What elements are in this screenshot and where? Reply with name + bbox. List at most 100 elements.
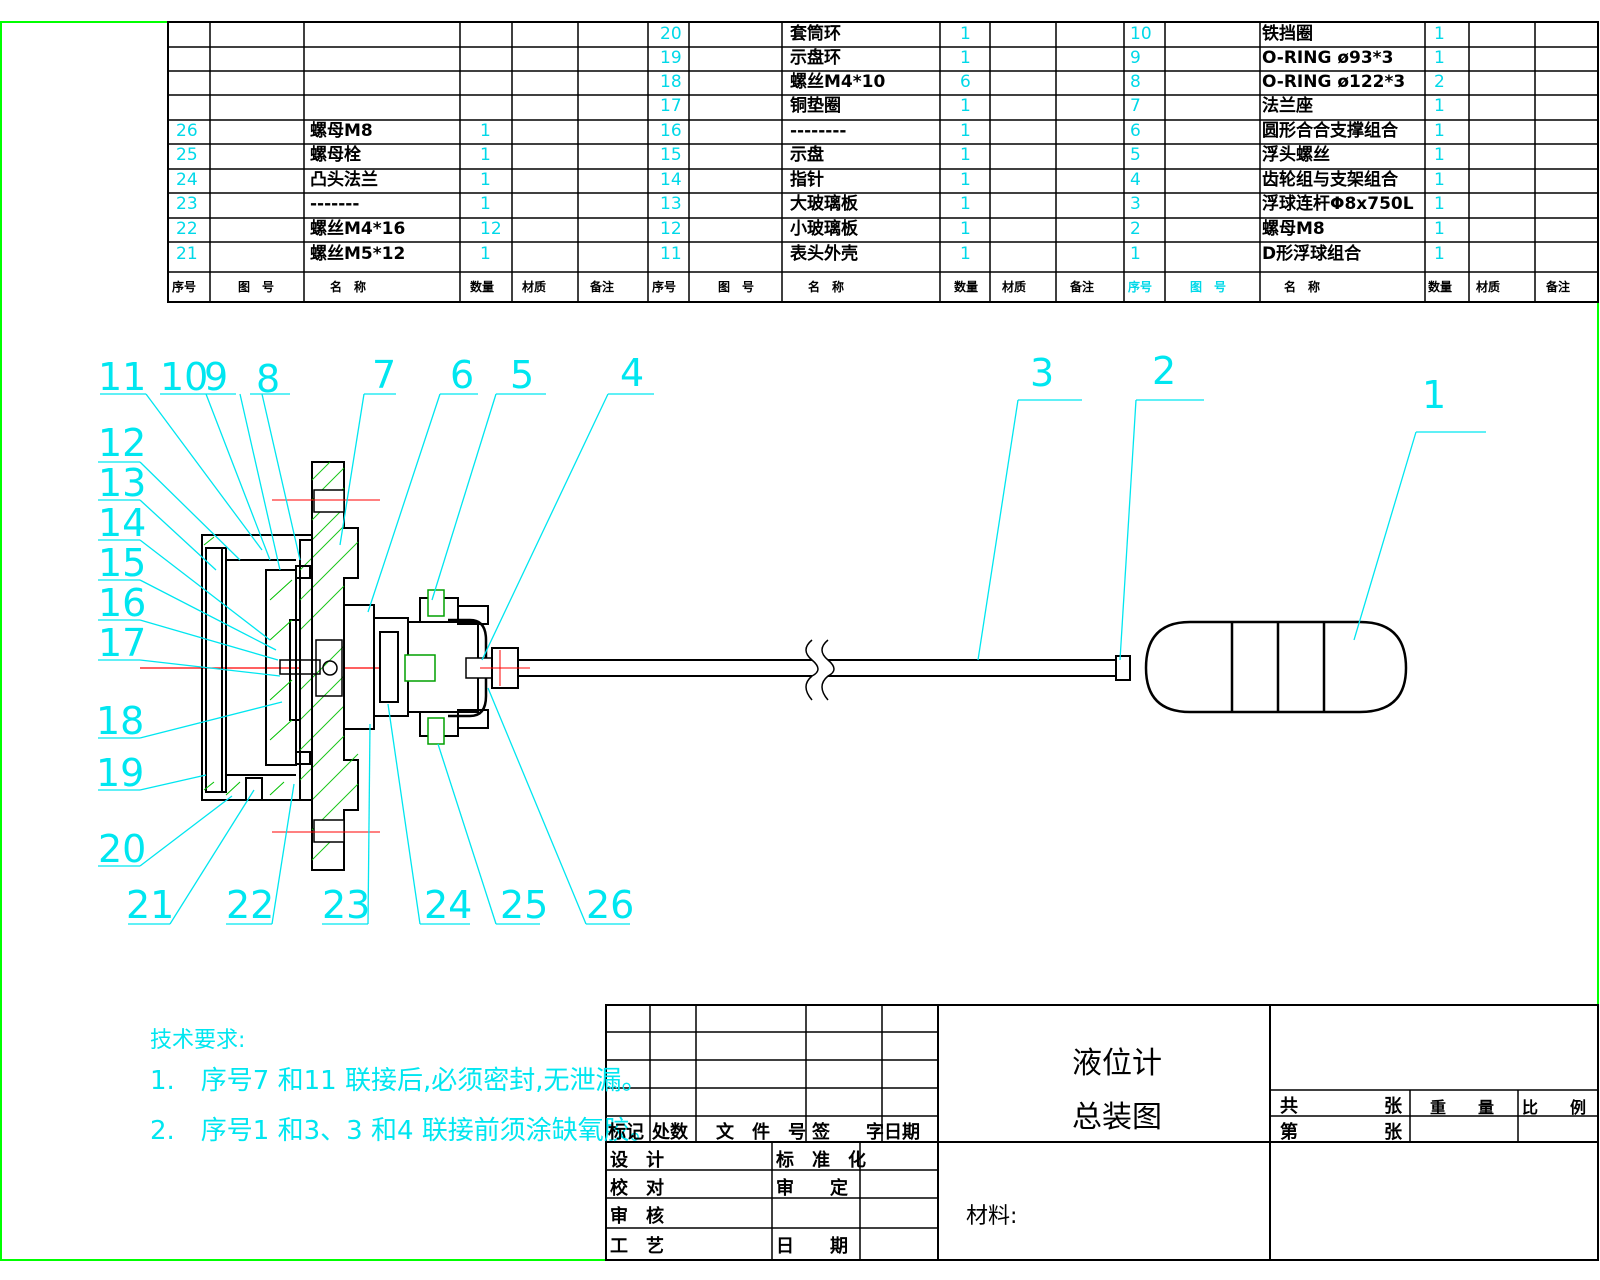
rev-docno-header: 文 件 号 [716,1122,806,1143]
bom-qty: 1 [1434,170,1445,190]
bom-no: 21 [176,244,198,264]
bom-name: 示盘 [790,145,824,165]
bom-no: 2 [1130,219,1141,239]
bom-qty: 1 [960,24,971,44]
sig-design: 设 计 [610,1150,664,1171]
balloon-19: 19 [96,751,145,795]
tech-item-1: 1. 序号7 和11 联接后,必须密封,无泄漏。 [150,1066,648,1096]
leader-lines [98,393,1486,925]
bom-qty: 12 [480,219,502,239]
bom-header-material: 材质 [1476,280,1501,294]
bom-header-name: 名 称 [808,280,845,294]
bom-no: 25 [176,145,198,165]
bom-name: 凸头法兰 [310,170,378,190]
balloon-13: 13 [98,461,147,505]
bom-header-seq: 序号 [172,280,197,294]
balloon-1: 1 [1422,373,1447,417]
bom-name: 大玻璃板 [790,194,858,214]
balloon-16: 16 [98,581,147,625]
bom-qty: 1 [960,170,971,190]
bom-no: 11 [660,244,682,264]
bom-qty: 1 [480,170,491,190]
bom-no: 7 [1130,96,1141,116]
balloon-8: 8 [256,357,281,401]
sig-review: 审 核 [610,1206,664,1227]
bom-header-drawing-no: 图 号 [1190,280,1227,294]
bom-name: O-RING ø122*3 [1262,72,1406,92]
weight-label: 重 量 [1430,1098,1495,1117]
rev-date-header: 日期 [884,1122,920,1143]
bom-header-material: 材质 [1002,280,1027,294]
bom-qty: 1 [1434,244,1445,264]
sig-process: 工 艺 [610,1236,664,1257]
sheet-total-unit: 张 [1384,1096,1402,1117]
bom-qty: 1 [1434,48,1445,68]
bom-name: 浮头螺丝 [1262,145,1330,165]
bom-name: 浮球连杆Φ8x750L [1262,194,1414,214]
bom-qty: 6 [960,72,971,92]
bom-qty: 1 [1434,219,1445,239]
balloon-14: 14 [98,501,147,545]
bom-qty: 1 [960,48,971,68]
bom-qty: 1 [1434,24,1445,44]
bom-name: 齿轮组与支架组合 [1262,170,1398,190]
bom-grid [167,21,1599,303]
balloon-6: 6 [450,353,475,397]
bom-name: 螺母M8 [310,121,373,141]
bom-qty: 2 [1434,72,1445,92]
bom-no: 20 [660,24,682,44]
bom-no: 23 [176,194,198,214]
sig-standardization: 标 准 化 [776,1150,866,1171]
balloon-22: 22 [226,883,275,927]
tech-title: 技术要求: [150,1028,246,1053]
sheet-no-label: 第 [1280,1122,1298,1143]
bom-no: 17 [660,96,682,116]
bom-name: O-RING ø93*3 [1262,48,1394,68]
balloon-12: 12 [98,421,147,465]
sig-approve: 审 定 [776,1178,848,1199]
sig-check: 校 对 [610,1178,664,1199]
part-name: 液位计 [1072,1046,1162,1081]
bom-name: 指针 [790,170,824,190]
scale-label: 比 例 [1522,1098,1587,1117]
balloon-20: 20 [98,827,147,871]
bom-qty: 1 [1434,121,1445,141]
material-label: 材料: [966,1204,1018,1229]
bom-no: 10 [1130,24,1152,44]
title-block-grid [605,1004,1599,1261]
bom-qty: 1 [960,121,971,141]
balloon-4: 4 [620,351,645,395]
bom-no: 1 [1130,244,1141,264]
bom-no: 3 [1130,194,1141,214]
bom-header-name: 名 称 [1284,280,1321,294]
bom-qty: 1 [1434,194,1445,214]
bom-no: 15 [660,145,682,165]
bom-header-seq: 序号 [1128,280,1153,294]
bom-name: 螺母M8 [1262,219,1325,239]
rev-sign-header: 签 字 [812,1122,884,1143]
bom-no: 18 [660,72,682,92]
bom-qty: 1 [1434,145,1445,165]
bom-no: 19 [660,48,682,68]
bom-name: 铜垫圈 [790,96,841,116]
bom-no: 14 [660,170,682,190]
bom-name: 套筒环 [790,24,841,44]
bom-header-qty: 数量 [1428,280,1453,294]
bom-no: 8 [1130,72,1141,92]
bom-no: 5 [1130,145,1141,165]
bom-name: 铁挡圈 [1262,24,1313,44]
bom-header-drawing-no: 图 号 [718,280,755,294]
gauge-head-assembly [140,461,530,871]
bom-header-material: 材质 [522,280,547,294]
balloon-18: 18 [96,699,145,743]
drawing-name: 总装图 [1072,1100,1162,1135]
bom-name: 螺丝M4*10 [790,72,886,92]
balloon-7: 7 [372,353,397,397]
float-ball [1144,620,1408,714]
bom-header-remark: 备注 [1070,280,1095,294]
balloon-2: 2 [1152,349,1177,393]
sheet-total-label: 共 [1280,1096,1298,1117]
bom-qty: 1 [480,121,491,141]
bom-name: 圆形合合支撑组合 [1262,121,1398,141]
bom-name: D形浮球组合 [1262,244,1362,264]
